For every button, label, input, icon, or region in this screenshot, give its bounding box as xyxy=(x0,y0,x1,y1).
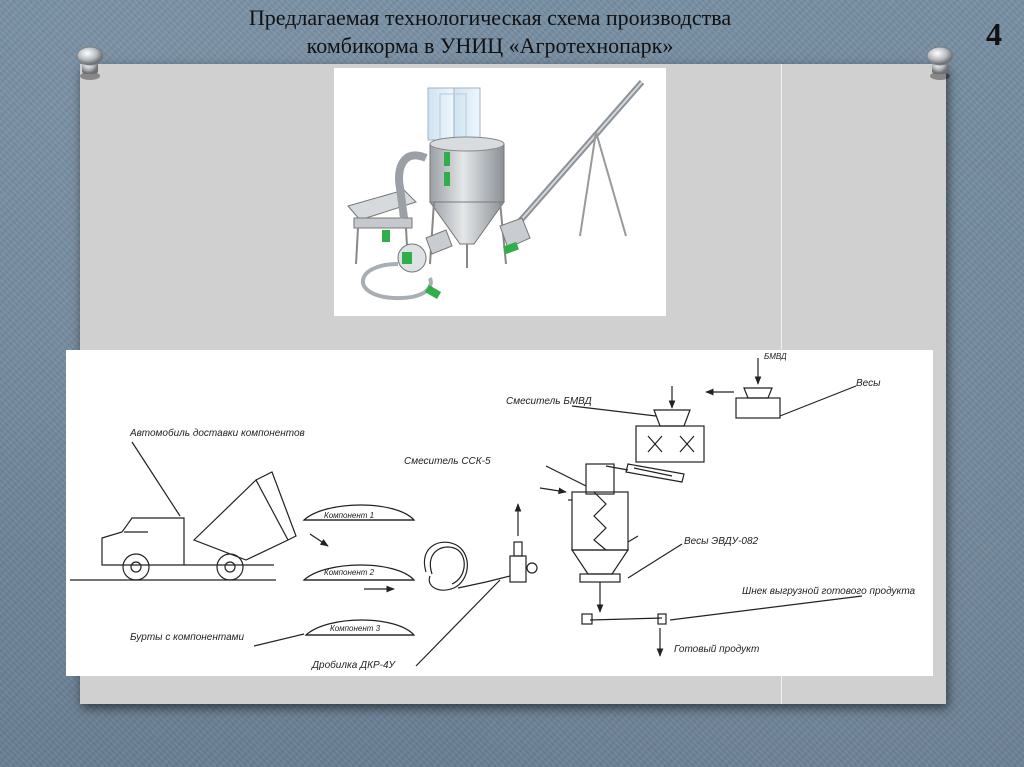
scales-label: Весы xyxy=(856,378,881,389)
slide-title: Предлагаемая технологическая схема произ… xyxy=(160,4,820,60)
plant-3d-render xyxy=(334,68,666,316)
slide-title-line-2: комбикорма в УНИЦ «Агротехнопарк» xyxy=(306,33,674,58)
mixer-bmvd-label: Смеситель БМВД xyxy=(506,396,592,407)
pushpin-icon xyxy=(926,46,954,80)
pile-3-label: Компонент 3 xyxy=(330,624,381,633)
crusher-label: Дробилка ДКР-4У xyxy=(312,660,395,671)
truck-label: Автомобиль доставки компонентов xyxy=(130,428,305,439)
pile-1-label: Компонент 1 xyxy=(324,511,375,520)
process-scheme: Автомобиль доставки компонентов Компонен… xyxy=(66,350,933,676)
pushpin-icon xyxy=(76,46,104,80)
auger-label: Шнек выгрузной готового продукта xyxy=(742,586,916,597)
slide-title-line-1: Предлагаемая технологическая схема произ… xyxy=(248,5,732,30)
product-label: Готовый продукт xyxy=(674,644,760,655)
process-scheme-drawing xyxy=(70,358,863,667)
piles-label: Бурты с компонентами xyxy=(130,632,245,643)
mixer-ssk-label: Смеситель ССК-5 xyxy=(404,456,491,467)
scales-evdu-label: Весы ЭВДУ-082 xyxy=(684,536,759,547)
bmvd-tag: БМВД xyxy=(764,352,787,361)
pile-2-label: Компонент 2 xyxy=(324,568,375,577)
feed-mill-illustration xyxy=(347,80,645,301)
truck-icon xyxy=(101,471,297,581)
slide-number: 4 xyxy=(986,16,1002,52)
